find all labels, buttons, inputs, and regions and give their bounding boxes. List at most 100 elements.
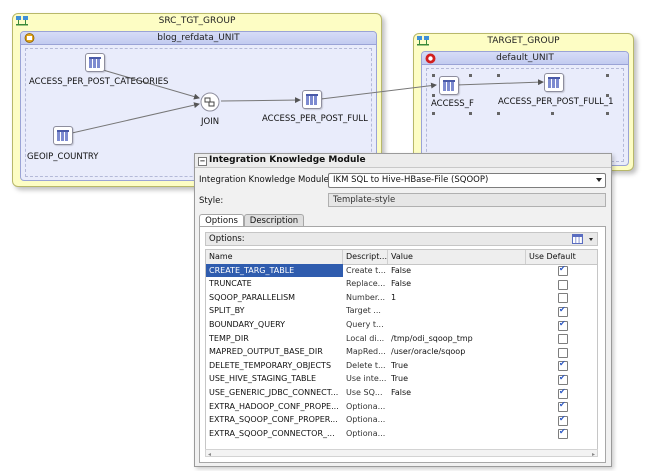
option-value[interactable]	[388, 427, 526, 441]
option-name[interactable]: BOUNDARY_QUERY	[209, 320, 286, 329]
option-value[interactable]: True	[391, 360, 408, 370]
option-name[interactable]: TRUNCATE	[209, 279, 252, 289]
node-label-geoip-country: GEOIP_COUNTRY	[27, 152, 99, 162]
node-label-access-per-post-categories: ACCESS_PER_POST_CATEGORIES	[29, 77, 169, 87]
datastore-edit-icon[interactable]	[439, 76, 459, 95]
option-value[interactable]: False	[391, 265, 412, 275]
option-value[interactable]: 1	[391, 292, 397, 302]
target-group[interactable]: TARGET_GROUP default_UNIT	[413, 33, 634, 171]
table-row[interactable]: EXTRA_SQOOP_CONNECTOR_... Optiona...	[206, 427, 597, 441]
option-name[interactable]: DELETE_TEMPORARY_OBJECTS	[209, 360, 332, 370]
option-description[interactable]: Delete t...	[346, 360, 386, 370]
use-default-checkbox[interactable]	[558, 293, 568, 304]
tab-description[interactable]: Description	[244, 214, 304, 227]
chevron-down-icon[interactable]	[589, 238, 593, 241]
option-description[interactable]: Optiona...	[346, 401, 386, 411]
use-default-checkbox[interactable]	[558, 347, 568, 358]
option-value[interactable]: False	[391, 388, 412, 397]
use-default-checkbox[interactable]	[558, 387, 568, 399]
default-unit[interactable]: default_UNIT	[421, 51, 629, 166]
collapse-icon[interactable]: −	[198, 157, 207, 166]
option-value[interactable]: True	[391, 374, 408, 384]
target-group-title: TARGET_GROUP	[487, 36, 560, 46]
option-value[interactable]: /tmp/odi_sqoop_tmp	[391, 333, 473, 343]
table-row[interactable]: USE_GENERIC_JDBC_CONNECT... Use SQ... Fals…	[206, 386, 597, 400]
node-label-access-per-post-full-1: ACCESS_PER_POST_FULL_1	[498, 97, 614, 107]
option-name[interactable]: MAPRED_OUTPUT_BASE_DIR	[209, 347, 323, 357]
table-row[interactable]: SQOOP_PARALLELISM Number... 1	[206, 291, 597, 305]
horizontal-scrollbar[interactable]: ◂ ▸	[205, 449, 598, 458]
table-row[interactable]: EXTRA_SQOOP_CONF_PROPER... Optiona...	[206, 413, 597, 427]
use-default-checkbox[interactable]	[558, 305, 568, 317]
option-name[interactable]: CREATE_TARG_TABLE	[206, 263, 343, 278]
option-name[interactable]: TEMP_DIR	[209, 333, 249, 343]
option-name[interactable]: EXTRA_SQOOP_CONNECTOR_...	[209, 428, 335, 438]
option-name[interactable]: USE_HIVE_STAGING_TABLE	[209, 374, 317, 384]
scroll-right-icon[interactable]: ▸	[591, 451, 595, 458]
option-description[interactable]: Number...	[346, 292, 386, 302]
table-row[interactable]: TEMP_DIR Local di... /tmp/odi_sqoop_tmp	[206, 332, 597, 346]
use-default-checkbox[interactable]	[558, 400, 568, 413]
option-description[interactable]: Optiona...	[346, 428, 386, 438]
option-description[interactable]: Optiona...	[346, 415, 386, 425]
col-name[interactable]: Name	[206, 250, 343, 264]
option-value[interactable]	[388, 304, 526, 318]
option-description[interactable]: Use inte...	[346, 374, 387, 384]
table-row[interactable]: USE_HIVE_STAGING_TABLE Use inte... True	[206, 372, 597, 386]
option-value[interactable]	[388, 400, 526, 414]
use-default-checkbox[interactable]	[558, 279, 568, 290]
datastore-icon[interactable]	[53, 126, 73, 145]
use-default-checkbox[interactable]	[558, 414, 568, 426]
col-description[interactable]: Descript...	[343, 250, 388, 264]
options-table: Name Descript... Value Use Default CREAT…	[205, 249, 598, 454]
datastore-icon[interactable]	[302, 90, 322, 109]
option-description[interactable]: Replace...	[346, 279, 386, 289]
use-default-checkbox[interactable]	[558, 373, 568, 385]
option-name[interactable]: SQOOP_PARALLELISM	[209, 292, 296, 302]
option-description[interactable]: Local di...	[346, 333, 385, 343]
col-use-default[interactable]: Use Default	[529, 252, 576, 261]
panel-title: − Integration Knowledge Module	[195, 154, 611, 168]
col-value[interactable]: Value	[388, 250, 526, 264]
use-default-checkbox[interactable]	[558, 319, 568, 331]
option-value[interactable]: /user/oracle/sqoop	[391, 347, 466, 357]
option-description[interactable]: Create t...	[346, 265, 386, 275]
scroll-left-icon[interactable]: ◂	[208, 451, 212, 458]
option-description[interactable]: Use SQ...	[346, 388, 383, 397]
use-default-checkbox[interactable]	[558, 359, 568, 372]
table-row[interactable]: SPLIT_BY Target ...	[206, 304, 597, 318]
chevron-down-icon	[596, 178, 602, 182]
option-name[interactable]: EXTRA_SQOOP_CONF_PROPER...	[209, 415, 338, 425]
ikm-select[interactable]: IKM SQL to Hive-HBase-File (SQOOP)	[328, 173, 606, 188]
use-default-checkbox[interactable]	[558, 334, 568, 345]
option-value[interactable]	[388, 318, 526, 332]
style-label: Style:	[199, 196, 224, 206]
datastore-icon[interactable]	[85, 53, 105, 72]
table-header: Name Descript... Value Use Default	[206, 250, 597, 265]
group-icon	[16, 16, 28, 26]
datastore-icon[interactable]	[544, 73, 564, 92]
join-icon[interactable]	[200, 92, 220, 112]
tab-options[interactable]: Options	[199, 214, 244, 227]
option-name[interactable]: EXTRA_HADOOP_CONF_PROPE...	[209, 401, 339, 411]
option-value[interactable]: False	[391, 279, 412, 289]
ikm-panel: − Integration Knowledge Module Integrati…	[194, 153, 612, 467]
table-row[interactable]: DELETE_TEMPORARY_OBJECTS Delete t... True	[206, 359, 597, 373]
option-name[interactable]: SPLIT_BY	[209, 306, 245, 316]
option-value[interactable]	[388, 413, 526, 427]
option-description[interactable]: Target ...	[346, 306, 381, 316]
table-row[interactable]: BOUNDARY_QUERY Query t...	[206, 318, 597, 332]
option-description[interactable]: MapRed...	[346, 347, 386, 357]
unit-title: blog_refdata_UNIT	[21, 32, 376, 45]
options-label: Options:	[209, 234, 245, 244]
option-description[interactable]: Query t...	[346, 320, 384, 329]
table-row[interactable]: EXTRA_HADOOP_CONF_PROPE... Optiona...	[206, 400, 597, 414]
use-default-checkbox[interactable]	[558, 264, 568, 277]
table-row[interactable]: MAPRED_OUTPUT_BASE_DIR MapRed... /user/ora…	[206, 345, 597, 359]
option-name[interactable]: USE_GENERIC_JDBC_CONNECT...	[209, 388, 339, 397]
use-default-checkbox[interactable]	[558, 427, 568, 440]
table-row[interactable]: TRUNCATE Replace... False	[206, 277, 597, 291]
column-chooser-icon[interactable]	[572, 234, 583, 244]
